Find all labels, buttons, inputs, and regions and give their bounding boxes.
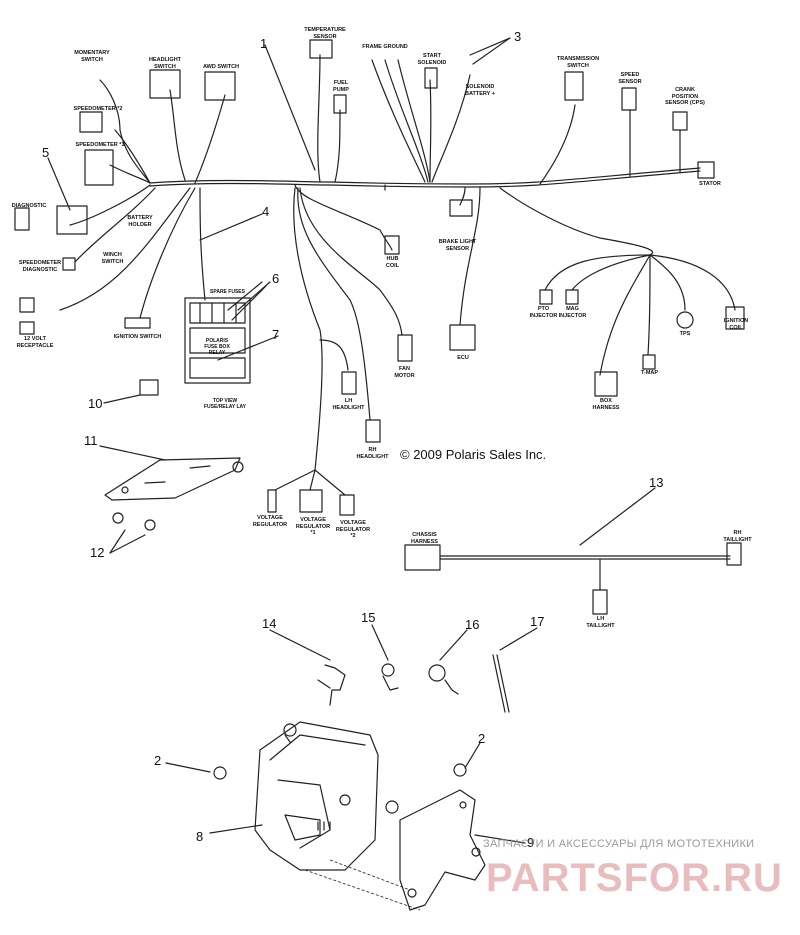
label-lh-taillight: LH TAILLIGHT bbox=[586, 616, 615, 629]
callout-9: 9 bbox=[527, 835, 535, 850]
callout-13: 13 bbox=[649, 475, 664, 490]
callout-17: 17 bbox=[530, 614, 545, 629]
label-fuse-box: POLARIS FUSE BOX RELAY bbox=[204, 338, 230, 356]
label-crank-position-sensor: CRANK POSITION SENSOR (CPS) bbox=[665, 87, 705, 106]
label-ignition-coil: IGNITION COIL bbox=[723, 318, 749, 331]
label-fuel-pump: FUEL PUMP bbox=[333, 80, 349, 93]
callout-10: 10 bbox=[88, 396, 103, 411]
callout-4: 4 bbox=[262, 204, 270, 219]
callout-8: 8 bbox=[196, 829, 204, 844]
watermark-tagline: ЗАПЧАСТИ И АКСЕССУАРЫ ДЛЯ МОТОТЕХНИКИ bbox=[483, 838, 755, 850]
callout-7: 7 bbox=[272, 327, 280, 342]
label-speed-sensor: SPEED SENSOR bbox=[618, 72, 642, 85]
label-solenoid-battery: SOLENOID BATTERY + bbox=[464, 84, 495, 97]
label-start-solenoid: START SOLENOID bbox=[417, 53, 447, 66]
watermark-brand: PARTSFOR.RU bbox=[486, 856, 783, 900]
callout-2-left: 2 bbox=[154, 753, 162, 768]
label-headlight-switch: HEADLIGHT SWITCH bbox=[148, 57, 182, 70]
callout-15: 15 bbox=[361, 610, 376, 625]
label-voltage-regulator-2: VOLTAGE REGULATOR *2 bbox=[335, 520, 371, 539]
label-transmission-switch: TRANSMISSION SWITCH bbox=[556, 56, 600, 69]
label-top-view: TOP VIEW FUSE/RELAY LAY bbox=[203, 398, 247, 410]
label-speedometer-1: SPEEDOMETER *1 bbox=[75, 142, 125, 148]
label-winch-switch: WINCH SWITCH bbox=[101, 252, 124, 265]
label-diagnostic: DIAGNOSTIC bbox=[11, 203, 47, 209]
label-mag-injector: MAG INJECTOR bbox=[558, 306, 587, 319]
label-voltage-regulator: VOLTAGE REGULATOR bbox=[252, 515, 288, 528]
label-rh-headlight: RH HEADLIGHT bbox=[356, 447, 389, 460]
label-temperature-sensor: TEMPERATURE SENSOR bbox=[304, 27, 346, 40]
label-awd-switch: AWD SWITCH bbox=[202, 64, 240, 70]
fuse-box bbox=[184, 297, 251, 384]
label-tps: TPS bbox=[679, 331, 691, 337]
callout-5: 5 bbox=[42, 145, 50, 160]
ecu-bracket bbox=[399, 789, 486, 911]
callout-6: 6 bbox=[272, 271, 280, 286]
label-brake-light-sensor: BRAKE LIGHT SENSOR bbox=[438, 239, 477, 252]
callout-14: 14 bbox=[262, 616, 277, 631]
callout-1: 1 bbox=[260, 36, 268, 51]
label-pto-injector: PTO INJECTOR bbox=[529, 306, 558, 319]
label-lh-headlight: LH HEADLIGHT bbox=[332, 398, 365, 411]
label-spare-fuses: SPARE FUSES bbox=[210, 289, 245, 295]
label-frame-ground: FRAME GROUND bbox=[362, 44, 408, 50]
label-tmap: T-MAP bbox=[640, 370, 659, 376]
label-fan-motor: FAN MOTOR bbox=[394, 366, 415, 379]
label-momentary-switch: MOMENTARY SWITCH bbox=[74, 50, 110, 63]
label-battery-holder: BATTERY HOLDER bbox=[127, 215, 153, 228]
label-voltage-regulator-1: VOLTAGE REGULATOR *1 bbox=[295, 517, 331, 536]
label-chassis-harness: CHASSIS HARNESS bbox=[411, 532, 438, 545]
callout-16: 16 bbox=[465, 617, 480, 632]
main-harness-trunk bbox=[149, 167, 701, 185]
label-hub-coil: HUB COIL bbox=[385, 256, 400, 269]
label-speedometer-diagnostic: SPEEDOMETER DIAGNOSTIC bbox=[18, 260, 62, 273]
label-ecu: ECU bbox=[457, 355, 469, 361]
callout-2-right: 2 bbox=[478, 731, 486, 746]
label-speedometer-2: SPEEDOMETER *2 bbox=[73, 106, 123, 112]
copyright-text: © 2009 Polaris Sales Inc. bbox=[400, 447, 547, 462]
bracket-plate bbox=[104, 457, 241, 501]
ecu-module bbox=[254, 721, 379, 871]
label-ignition-switch: IGNITION SWITCH bbox=[113, 334, 162, 340]
callout-3: 3 bbox=[514, 29, 522, 44]
label-12-volt-receptacle: 12 VOLT RECEPTACLE bbox=[16, 336, 54, 349]
callout-12: 12 bbox=[90, 545, 105, 560]
label-stator: STATOR bbox=[699, 181, 721, 187]
label-box-harness: BOX HARNESS bbox=[592, 398, 620, 411]
callout-11: 11 bbox=[84, 433, 98, 448]
label-rh-taillight: RH TAILLIGHT bbox=[723, 530, 752, 543]
